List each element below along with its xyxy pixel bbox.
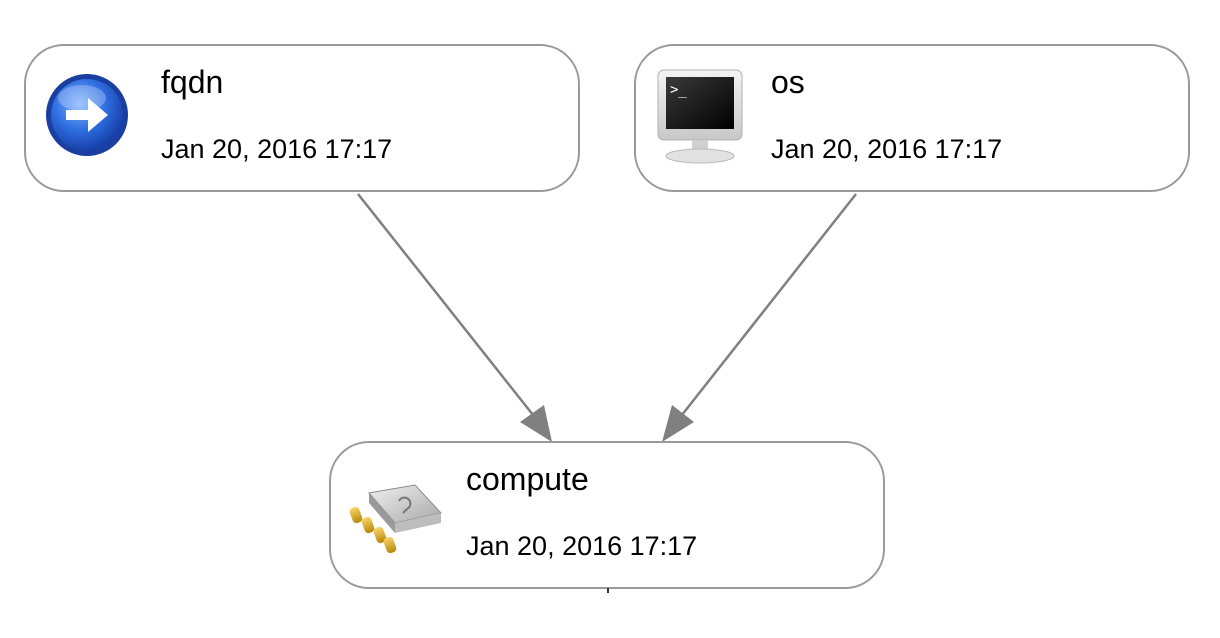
arrowhead-fqdn-to-compute: [520, 405, 552, 442]
edge-fqdn-to-compute: [357, 193, 538, 421]
connector-tick: [607, 588, 609, 593]
node-os[interactable]: >_ os Jan 20, 2016 17:17: [634, 44, 1190, 192]
node-title: os: [771, 64, 805, 100]
svg-text:>_: >_: [670, 82, 687, 98]
arrow-right-circle-icon: [44, 72, 130, 158]
node-compute[interactable]: compute Jan 20, 2016 17:17: [329, 441, 885, 589]
node-timestamp: Jan 20, 2016 17:17: [161, 134, 393, 164]
edge-os-to-compute: [677, 193, 857, 421]
terminal-monitor-icon: >_: [652, 66, 748, 166]
node-title: compute: [466, 461, 589, 497]
node-timestamp: Jan 20, 2016 17:17: [771, 134, 1003, 164]
node-title: fqdn: [161, 64, 224, 100]
arrowhead-os-to-compute: [662, 405, 694, 442]
chip-icon: [345, 483, 445, 559]
node-timestamp: Jan 20, 2016 17:17: [466, 531, 698, 561]
node-fqdn[interactable]: fqdn Jan 20, 2016 17:17: [24, 44, 580, 192]
